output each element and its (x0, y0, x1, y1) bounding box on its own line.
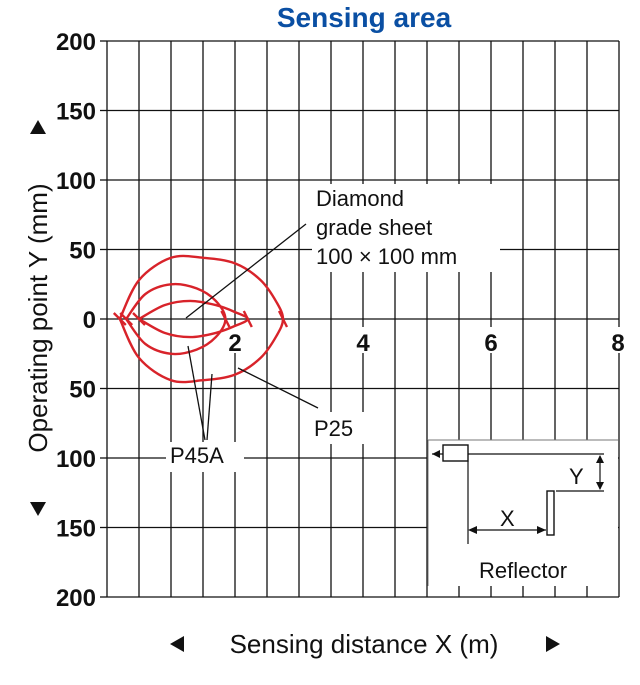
inset-box (428, 440, 618, 586)
p45a-leader-2 (206, 373, 213, 441)
arrow-right-icon (546, 636, 560, 652)
sheet-label-bg (312, 184, 500, 272)
x-tick-label-bg (482, 327, 500, 353)
sheet-label-line3: 100 × 100 mm (316, 244, 457, 269)
setup-inset: X Y Reflector (427, 439, 618, 586)
series-tail (132, 312, 146, 326)
series-tip-tail (277, 310, 289, 328)
y-tick-label: 100 (56, 446, 96, 473)
series-tail (112, 312, 127, 326)
y-axis-title: Operating point Y (mm) (23, 183, 53, 452)
x-dimension-arrow-right-icon (537, 526, 546, 534)
arrow-left-icon (30, 502, 46, 516)
x-tick-label: 4 (356, 330, 370, 357)
x-dimension-arrow-left-icon (468, 526, 477, 534)
y-axis-label: Operating point Y (mm) (23, 120, 53, 516)
p25-label-bg (310, 412, 368, 444)
y-tick-label: 200 (56, 29, 96, 56)
x-axis-title: Sensing distance X (m) (230, 629, 499, 659)
x-tick-label: 2 (228, 330, 241, 357)
inset-reflector-label: Reflector (479, 558, 567, 583)
y-tick-label: 100 (56, 168, 96, 195)
inset-y-label: Y (569, 464, 584, 489)
y-tick-label: 50 (69, 377, 96, 404)
x-tick-label: 6 (484, 330, 497, 357)
y-tick-labels: 200 150 100 50 0 50 100 150 200 (56, 29, 96, 612)
x-tick-label-bg (609, 327, 627, 353)
y-dimension-arrow-down-icon (596, 482, 604, 490)
reflector-icon (546, 490, 555, 536)
y-tick-label: 150 (56, 516, 96, 543)
x-tick-label: 8 (611, 330, 624, 357)
p25-leader (237, 367, 319, 409)
series-tip-tail (242, 310, 253, 328)
arrow-right-icon (30, 120, 46, 134)
p25-label: P25 (314, 416, 353, 441)
x-axis-label: Sensing distance X (m) (170, 629, 560, 659)
sheet-label-line1: Diamond (316, 186, 404, 211)
y-tick-label: 150 (56, 99, 96, 126)
p45a-label: P45A (170, 443, 224, 468)
chart-title: Sensing area (277, 2, 452, 33)
series-tail (119, 312, 134, 326)
inset-x-label: X (500, 506, 515, 531)
sensor-icon (442, 444, 469, 462)
arrow-left-icon (170, 636, 184, 652)
y-tick-label: 200 (56, 585, 96, 612)
x-tick-labels: 2 4 6 8 (226, 327, 627, 357)
sheet-label-line2: grade sheet (316, 215, 432, 240)
x-tick-label-bg (226, 327, 244, 353)
x-tick-label-bg (354, 327, 372, 353)
curves (112, 254, 289, 384)
sensor-emit-arrow-icon (432, 450, 440, 458)
series-tip-tail (220, 310, 231, 328)
y-tick-label: 0 (83, 307, 96, 334)
p45a-leader-1 (187, 345, 206, 441)
y-tick-label: 50 (69, 238, 96, 265)
p45a-label-bg (166, 442, 244, 472)
y-dimension-arrow-up-icon (596, 455, 604, 463)
sheet-leader (185, 223, 307, 319)
